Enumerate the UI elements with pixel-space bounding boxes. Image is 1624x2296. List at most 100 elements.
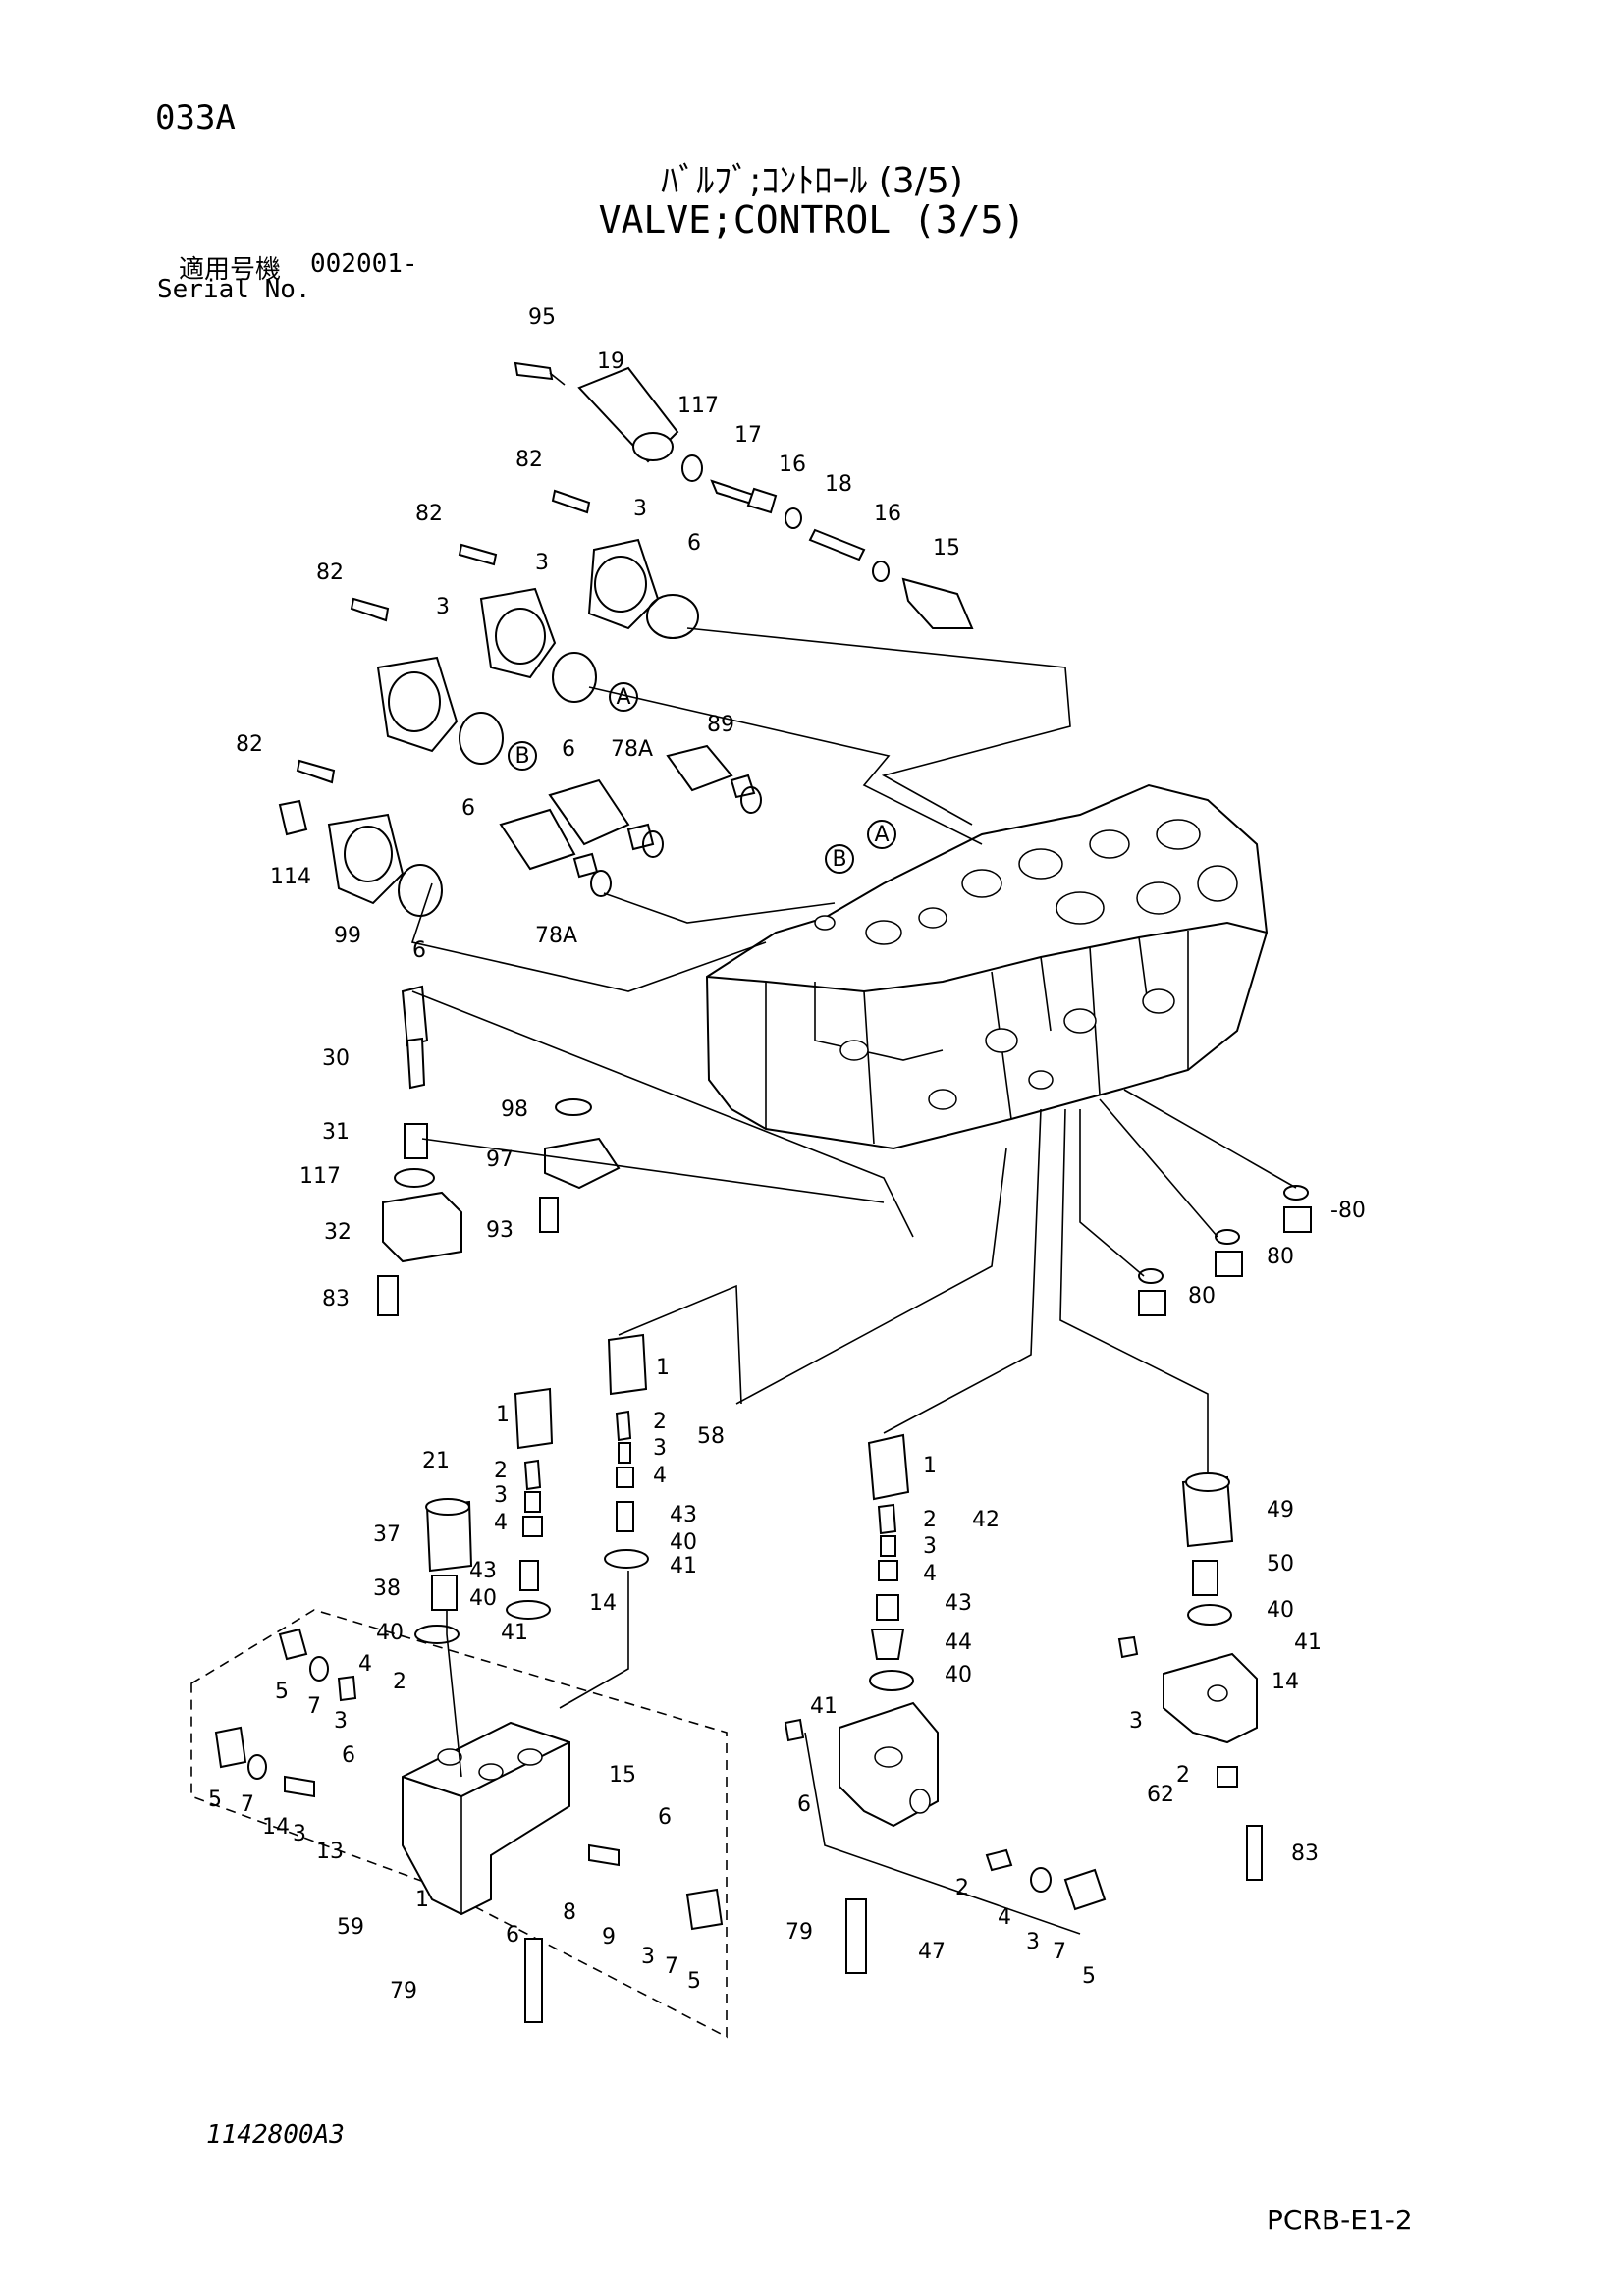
reference-letter-refB1: B xyxy=(514,744,529,769)
serial-label-japanese: 適用号機 xyxy=(179,255,282,285)
callout-c40d: 40 xyxy=(945,1663,972,1687)
plug-80-parts xyxy=(1138,1185,1312,1316)
callout-c1b: 1 xyxy=(496,1403,510,1427)
left-stack-parts xyxy=(377,985,621,1316)
callout-c3k: 3 xyxy=(1129,1709,1143,1734)
callout-c16b: 16 xyxy=(874,502,901,526)
callout-c83a: 83 xyxy=(322,1287,350,1311)
callout-c2d: 2 xyxy=(923,1508,937,1532)
callout-c9: 9 xyxy=(602,1925,616,1949)
callout-c4b: 4 xyxy=(494,1511,508,1535)
callout-c5a: 5 xyxy=(275,1680,289,1704)
callout-c19: 19 xyxy=(597,349,624,374)
callout-c62: 62 xyxy=(1147,1783,1174,1807)
callout-c4c: 4 xyxy=(358,1652,372,1677)
callout-c44: 44 xyxy=(945,1630,972,1655)
lower-center-parts xyxy=(784,1433,1107,1974)
callout-c16a: 16 xyxy=(779,453,806,477)
callout-c3h: 3 xyxy=(641,1945,655,1969)
callout-c93: 93 xyxy=(486,1218,514,1243)
callout-c17: 17 xyxy=(734,423,762,448)
solenoid-parts xyxy=(499,744,762,897)
callout-c59: 59 xyxy=(337,1915,364,1940)
callout-c82c: 82 xyxy=(316,561,344,585)
callout-c78a1: 78A xyxy=(611,737,653,762)
callout-c50: 50 xyxy=(1267,1552,1294,1576)
callout-c43b: 43 xyxy=(469,1559,497,1583)
callout-c32: 32 xyxy=(324,1220,352,1245)
callout-c6e: 6 xyxy=(342,1743,355,1768)
callout-c3c: 3 xyxy=(436,595,450,619)
callout-c6g: 6 xyxy=(506,1923,519,1948)
reference-marker-refB2: B xyxy=(825,844,854,874)
callout-c41a: 41 xyxy=(670,1554,697,1578)
reference-marker-refA1: A xyxy=(609,682,638,712)
callout-c3g: 3 xyxy=(293,1822,306,1846)
callout-c43c: 43 xyxy=(945,1591,972,1616)
callout-c58: 58 xyxy=(697,1424,725,1449)
flange-parts xyxy=(278,489,699,917)
callout-c7a: 7 xyxy=(307,1694,321,1719)
callout-c3f: 3 xyxy=(334,1709,348,1734)
callout-c14c: 14 xyxy=(1272,1670,1299,1694)
callout-c4d: 4 xyxy=(923,1562,937,1586)
callout-c79a: 79 xyxy=(390,1979,417,2003)
callout-c97: 97 xyxy=(486,1148,514,1172)
reference-letter-refB2: B xyxy=(832,847,846,872)
reference-marker-refA2: A xyxy=(867,820,896,849)
callout-c37: 37 xyxy=(373,1522,401,1547)
callout-c6c: 6 xyxy=(461,796,475,821)
valve-body-housing xyxy=(705,783,1269,1150)
reference-letter-refA2: A xyxy=(874,823,889,847)
callout-c3i: 3 xyxy=(923,1534,937,1559)
callout-c31: 31 xyxy=(322,1120,350,1145)
title-japanese: ﾊﾞﾙﾌﾞ;ｺﾝﾄﾛｰﾙ (3/5) xyxy=(661,161,963,201)
callout-c3e: 3 xyxy=(494,1483,508,1508)
callout-c3a: 3 xyxy=(633,497,647,521)
callout-c47: 47 xyxy=(918,1940,946,1964)
callout-c41d: 41 xyxy=(1294,1630,1322,1655)
callout-c14a: 14 xyxy=(589,1591,617,1616)
callout-labels: 951911717161816158238236823668978A821149… xyxy=(208,305,1366,2003)
top-cap-parts xyxy=(514,361,974,629)
callout-c15a: 15 xyxy=(933,536,960,561)
callout-c13: 13 xyxy=(316,1840,344,1864)
callout-c7b: 7 xyxy=(241,1792,254,1817)
callout-c117a: 117 xyxy=(677,394,719,418)
callout-c43a: 43 xyxy=(670,1503,697,1527)
callout-c40e: 40 xyxy=(1267,1598,1294,1623)
callout-c14b: 14 xyxy=(262,1815,290,1840)
callout-c79b: 79 xyxy=(785,1920,813,1945)
callout-c1a: 1 xyxy=(656,1356,670,1380)
callout-c7c: 7 xyxy=(665,1954,678,1979)
callout-c6f: 6 xyxy=(658,1805,672,1830)
serial-value: 002001- xyxy=(310,249,418,279)
lower-right-parts xyxy=(1117,1472,1263,1881)
reference-marker-refB1: B xyxy=(508,741,537,771)
callout-c5d: 5 xyxy=(1082,1964,1096,1989)
callout-c40c: 40 xyxy=(376,1621,404,1645)
callout-c3j: 3 xyxy=(1026,1930,1040,1954)
serial-label-english: Serial No. xyxy=(157,275,311,304)
callout-c82d: 82 xyxy=(236,732,263,757)
callout-c117b: 117 xyxy=(299,1164,341,1189)
title-english: VALVE;CONTROL (3/5) xyxy=(598,198,1026,241)
callout-c15b: 15 xyxy=(609,1763,636,1788)
callout-c2b: 2 xyxy=(494,1459,508,1483)
callout-c80b: 80 xyxy=(1267,1245,1294,1269)
callout-c2e: 2 xyxy=(955,1876,969,1900)
reference-letter-refA1: A xyxy=(616,685,630,710)
callout-c98: 98 xyxy=(501,1097,528,1122)
callout-c21: 21 xyxy=(422,1449,450,1473)
callout-c42: 42 xyxy=(972,1508,1000,1532)
callout-c18: 18 xyxy=(825,472,852,497)
callout-c89: 89 xyxy=(707,713,734,737)
callout-c4e: 4 xyxy=(998,1905,1011,1930)
callout-c8: 8 xyxy=(563,1900,576,1925)
callout-c2a: 2 xyxy=(653,1410,667,1434)
callout-c6a: 6 xyxy=(687,531,701,556)
callout-c40b: 40 xyxy=(469,1586,497,1611)
page-code: 033A xyxy=(155,98,236,137)
callout-c30: 30 xyxy=(322,1046,350,1071)
